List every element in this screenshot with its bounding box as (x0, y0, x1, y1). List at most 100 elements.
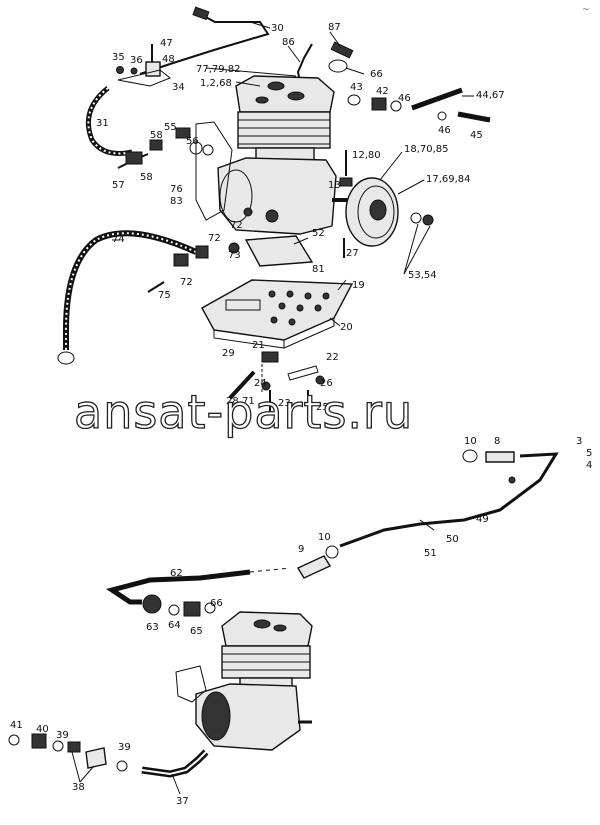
pipe-30 (139, 13, 270, 75)
nut-13 (339, 177, 353, 187)
label-18: 18,70,85 (404, 144, 449, 155)
label-31: 31 (96, 118, 109, 129)
label-20: 20 (340, 322, 353, 333)
label-81: 81 (312, 264, 325, 275)
label-23: 23 (278, 398, 291, 409)
clamp-10b (325, 545, 339, 559)
label-73: 73 (228, 250, 241, 261)
washer-53 (410, 212, 422, 224)
label-27: 27 (346, 248, 359, 259)
pulley (345, 177, 399, 247)
pipe-49 (339, 452, 559, 548)
label-42: 42 (376, 86, 389, 97)
seal-39b (116, 760, 128, 772)
sleeve-38 (85, 747, 107, 769)
compressor-top (195, 75, 350, 235)
crankcase-cover-b (201, 691, 231, 741)
gear-housing (195, 121, 233, 221)
washer-66 (328, 59, 348, 73)
label-9: 9 (298, 544, 304, 555)
bracket-34 (117, 69, 171, 87)
label-10a: 10 (464, 436, 477, 447)
leader-lines (112, 21, 474, 327)
washer-66b (204, 602, 216, 614)
label-87: 87 (328, 22, 341, 33)
label-56: 56 (186, 136, 199, 147)
label-77: 77,79,82 (196, 64, 241, 75)
nut-58 (149, 139, 163, 151)
label-24: 24 (254, 378, 267, 389)
nut-26 (315, 375, 325, 385)
cylinder-head-b (221, 611, 313, 647)
label-65: 65 (190, 626, 203, 637)
label-64: 64 (168, 620, 181, 631)
label-17: 17,69,84 (426, 174, 471, 185)
label-36: 36 (130, 55, 143, 66)
label-8: 8 (494, 436, 500, 447)
label-13: 13 (328, 180, 341, 191)
fitting-63 (142, 594, 162, 614)
label-66: 66 (370, 69, 383, 80)
plug-41 (8, 734, 20, 746)
label-86: 86 (282, 37, 295, 48)
washer-43 (347, 94, 361, 106)
label-40: 40 (36, 724, 49, 735)
clamp-48 (145, 61, 161, 77)
label-66b: 66 (210, 598, 223, 609)
label-46b: 46 (438, 125, 451, 136)
hose-74 (63, 230, 198, 350)
label-58b: 58 (140, 172, 153, 183)
hose-9 (296, 555, 332, 579)
label-3: 3 (576, 436, 582, 447)
bolt-87 (330, 41, 354, 59)
label-4: 4 (586, 460, 592, 471)
label-37: 37 (176, 796, 189, 807)
label-19: 19 (352, 280, 365, 291)
label-48: 48 (162, 54, 175, 65)
part-labels: 30 87 86 35 47 36 48 34 77,79,82 1,2,68 … (10, 22, 592, 807)
fitting-42 (371, 97, 387, 111)
hose-86 (296, 43, 313, 83)
fitting-40 (31, 733, 47, 749)
bottom-assembly (8, 449, 559, 778)
block-21 (261, 351, 279, 363)
label-28: 28 (226, 396, 239, 407)
nut-35 (116, 66, 124, 74)
label-39b: 39 (118, 742, 131, 753)
label-46: 46 (398, 93, 411, 104)
label-51: 51 (424, 548, 437, 559)
label-53: 53,54 (408, 270, 437, 281)
label-5: 5 (586, 448, 592, 459)
label-72a: 72 (230, 220, 243, 231)
plug-73 (228, 242, 240, 254)
crankcase-cover (219, 169, 253, 223)
label-22: 22 (326, 352, 339, 363)
nut-58b (125, 151, 143, 165)
label-45: 45 (470, 130, 483, 141)
bolt-28 (228, 370, 256, 400)
clamp-10 (462, 449, 478, 463)
mounting-plate (201, 279, 354, 349)
label-41: 41 (10, 720, 23, 731)
label-12: 12,80 (352, 150, 381, 161)
compressor-bottom (175, 611, 313, 751)
label-76: 76 (170, 184, 183, 195)
label-72b: 72 (208, 233, 221, 244)
label-35: 35 (112, 52, 125, 63)
label-72c: 72 (180, 277, 193, 288)
label-39a: 39 (56, 730, 69, 741)
bolt-45 (457, 111, 491, 123)
label-10b: 10 (318, 532, 331, 543)
label-83: 83 (170, 196, 183, 207)
label-26: 26 (320, 378, 333, 389)
label-34: 34 (172, 82, 185, 93)
seal-64 (168, 604, 180, 616)
label-25: 25 (316, 402, 329, 413)
label-44: 44,67 (476, 90, 505, 101)
bolt-75 (147, 281, 165, 293)
label-38: 38 (72, 782, 85, 793)
label-71: 71 (242, 396, 255, 407)
fitting-65 (183, 601, 201, 617)
